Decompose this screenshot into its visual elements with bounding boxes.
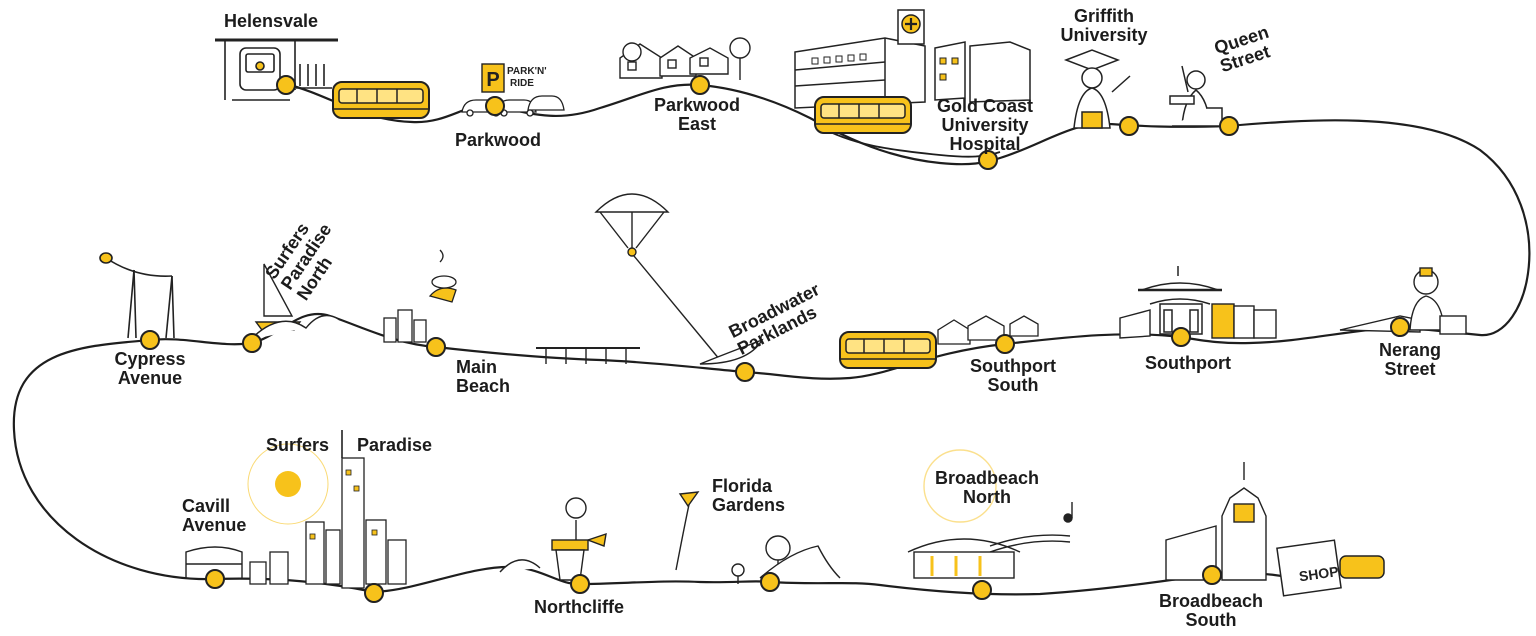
label-northcliffe: Northcliffe bbox=[534, 597, 624, 617]
label-gold-coast-university-hospital: Gold Coast University Hospital bbox=[936, 96, 1034, 154]
label-paradise: Paradise bbox=[357, 435, 433, 455]
stop-queen-street[interactable] bbox=[1219, 116, 1239, 136]
stop-cavill-avenue[interactable] bbox=[205, 569, 225, 589]
broadbeach-building-icon bbox=[1165, 462, 1267, 581]
label-parkwood: Parkwood bbox=[454, 130, 542, 150]
stop-broadwater-parklands[interactable] bbox=[735, 362, 755, 382]
label-cavill-avenue: Cavill Avenue bbox=[182, 496, 247, 535]
parasail-icon bbox=[594, 193, 764, 365]
stop-florida-gardens[interactable] bbox=[760, 572, 780, 592]
shopping-bag-icon bbox=[1119, 303, 1277, 339]
stop-surfers-paradise-north[interactable] bbox=[242, 333, 262, 353]
stop-nerang-street[interactable] bbox=[1390, 317, 1410, 337]
shop-bag-icon: SHOP bbox=[1276, 539, 1385, 597]
tram-icon bbox=[332, 81, 430, 119]
svg-text:RIDE: RIDE bbox=[510, 78, 534, 89]
houses-icon bbox=[619, 37, 751, 80]
label-southport: Southport bbox=[1145, 353, 1231, 373]
stop-southport[interactable] bbox=[1171, 327, 1191, 347]
tram-icon bbox=[814, 96, 912, 134]
graduate-icon bbox=[1063, 49, 1131, 129]
queen-street-statue-icon bbox=[1169, 65, 1223, 127]
pagoda-icon bbox=[1138, 266, 1222, 335]
stop-parkwood-east[interactable] bbox=[690, 75, 710, 95]
stop-broadbeach-north[interactable] bbox=[972, 580, 992, 600]
stop-cypress-avenue[interactable] bbox=[140, 330, 160, 350]
skyline-icon bbox=[249, 430, 407, 589]
stop-southport-south[interactable] bbox=[995, 334, 1015, 354]
cypress-towers-icon bbox=[99, 252, 175, 339]
svg-text:P: P bbox=[486, 69, 499, 91]
label-main-beach: Main Beach bbox=[456, 357, 511, 396]
houses-icon bbox=[937, 315, 1039, 345]
helensvale-station-icon bbox=[215, 38, 338, 101]
stop-parkwood[interactable] bbox=[485, 96, 505, 116]
label-broadbeach-north: Broadbeach North bbox=[934, 468, 1040, 507]
label-cypress-avenue: Cypress Avenue bbox=[114, 349, 186, 388]
label-florida-gardens: Florida Gardens bbox=[712, 476, 786, 515]
sailboat-icon bbox=[249, 263, 341, 341]
park-and-ride-icon: P PARK'N' RIDE bbox=[461, 63, 565, 117]
hospital-icon bbox=[794, 9, 1031, 109]
svg-text:SHOP: SHOP bbox=[1298, 563, 1340, 584]
label-parkwood-east: Parkwood East bbox=[653, 95, 741, 134]
tram-icon bbox=[839, 331, 937, 369]
pavilion-icon bbox=[907, 449, 1073, 579]
stop-griffith-university[interactable] bbox=[1119, 116, 1139, 136]
stop-broadbeach-south[interactable] bbox=[1202, 565, 1222, 585]
label-griffith-university: Griffith University bbox=[1060, 6, 1148, 45]
trees-icon bbox=[675, 491, 841, 584]
stop-gold-coast-university-hospital[interactable] bbox=[978, 150, 998, 170]
label-helensvale: Helensvale bbox=[224, 11, 319, 31]
stop-main-beach[interactable] bbox=[426, 337, 446, 357]
skyline-icon bbox=[383, 249, 457, 343]
sun-icon bbox=[247, 443, 329, 525]
label-nerang-street: Nerang Street bbox=[1378, 340, 1442, 379]
label-surfers: Surfers bbox=[266, 435, 330, 455]
label-southport-south: Southport South bbox=[970, 356, 1056, 395]
stop-helensvale[interactable] bbox=[276, 75, 296, 95]
bridge-icon bbox=[536, 347, 640, 364]
label-broadbeach-south: Broadbeach South bbox=[1158, 591, 1264, 630]
svg-text:PARK'N': PARK'N' bbox=[507, 66, 547, 77]
stop-surfers-paradise[interactable] bbox=[364, 583, 384, 603]
route-line bbox=[12, 82, 1531, 596]
lighthouse-icon bbox=[499, 497, 607, 581]
stop-northcliffe[interactable] bbox=[570, 574, 590, 594]
station-markers bbox=[140, 75, 1410, 603]
cavill-arch-icon bbox=[185, 546, 243, 578]
